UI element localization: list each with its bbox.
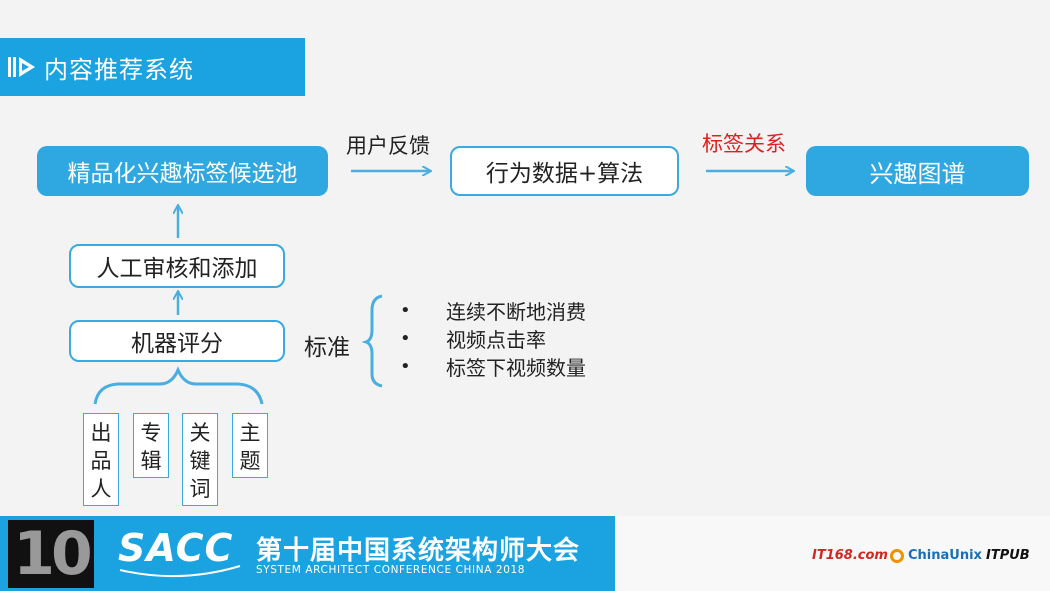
source-char: 人 [90,477,112,501]
source-char: 题 [239,449,261,473]
anniversary-logo: 10 [8,519,94,589]
source-char: 品 [90,449,112,473]
chinaunix-circle-icon [890,548,904,563]
source-char: 键 [189,449,211,473]
bullet: • [400,327,411,349]
source-char: 关 [189,421,211,445]
sponsor-chinaunix-logo: ChinaUnix [890,548,982,563]
machine-score-box: 机器评分 [69,320,285,362]
criteria-item: • 视频点击率 [400,324,586,352]
criteria-list: • 连续不断地消费 • 视频点击率 • 标签下视频数量 [400,296,586,380]
sources-brace [93,366,264,405]
sacc-logo: SACC [118,526,234,570]
feedback-label: 用户反馈 [346,134,430,158]
sponsor-it168-logo: IT168.com [812,548,888,563]
machine-score-label: 机器评分 [131,331,223,357]
criteria-item-label: 标签下视频数量 [446,355,586,380]
behavior-algorithm-label: 行为数据+算法 [485,161,644,187]
play-logo-icon [8,57,35,77]
conference-title-cn: 第十届中国系统架构师大会 [256,536,581,566]
footer-banner [0,516,615,591]
source-box-producer: 出 品 人 [83,413,119,506]
conference-title-en: SYSTEM ARCHITECT CONFERENCE CHINA 2018 [256,564,526,576]
source-box-album: 专 辑 [133,413,169,478]
relation-label: 标签关系 [702,132,786,156]
source-box-topic: 主 题 [232,413,268,478]
criteria-item-label: 连续不断地消费 [446,299,586,324]
criteria-item-label: 视频点击率 [446,327,546,352]
source-char: 辑 [140,449,162,473]
section-title-bar: 内容推荐系统 [0,38,305,96]
bullet: • [400,299,411,321]
criteria-item: • 连续不断地消费 [400,296,586,324]
criteria-brace [361,294,383,388]
source-char: 出 [90,421,112,445]
interest-graph-box: 兴趣图谱 [806,146,1029,196]
criteria-item: • 标签下视频数量 [400,352,586,380]
manual-review-label: 人工审核和添加 [96,256,258,282]
chinaunix-label: ChinaUnix [908,548,982,563]
candidate-pool-label: 精品化兴趣标签候选池 [67,161,298,187]
candidate-pool-box: 精品化兴趣标签候选池 [37,146,328,196]
interest-graph-label: 兴趣图谱 [869,159,966,188]
source-char: 主 [239,421,261,445]
source-box-keyword: 关 键 词 [182,413,218,506]
sponsor-itpub-logo: ITPUB [986,548,1030,563]
criteria-title: 标准 [304,335,350,361]
source-char: 词 [189,477,211,501]
bullet: • [400,355,411,377]
behavior-algorithm-box: 行为数据+算法 [450,146,679,196]
source-char: 专 [140,421,162,445]
manual-review-box: 人工审核和添加 [69,244,285,288]
page-title: 内容推荐系统 [44,55,194,84]
